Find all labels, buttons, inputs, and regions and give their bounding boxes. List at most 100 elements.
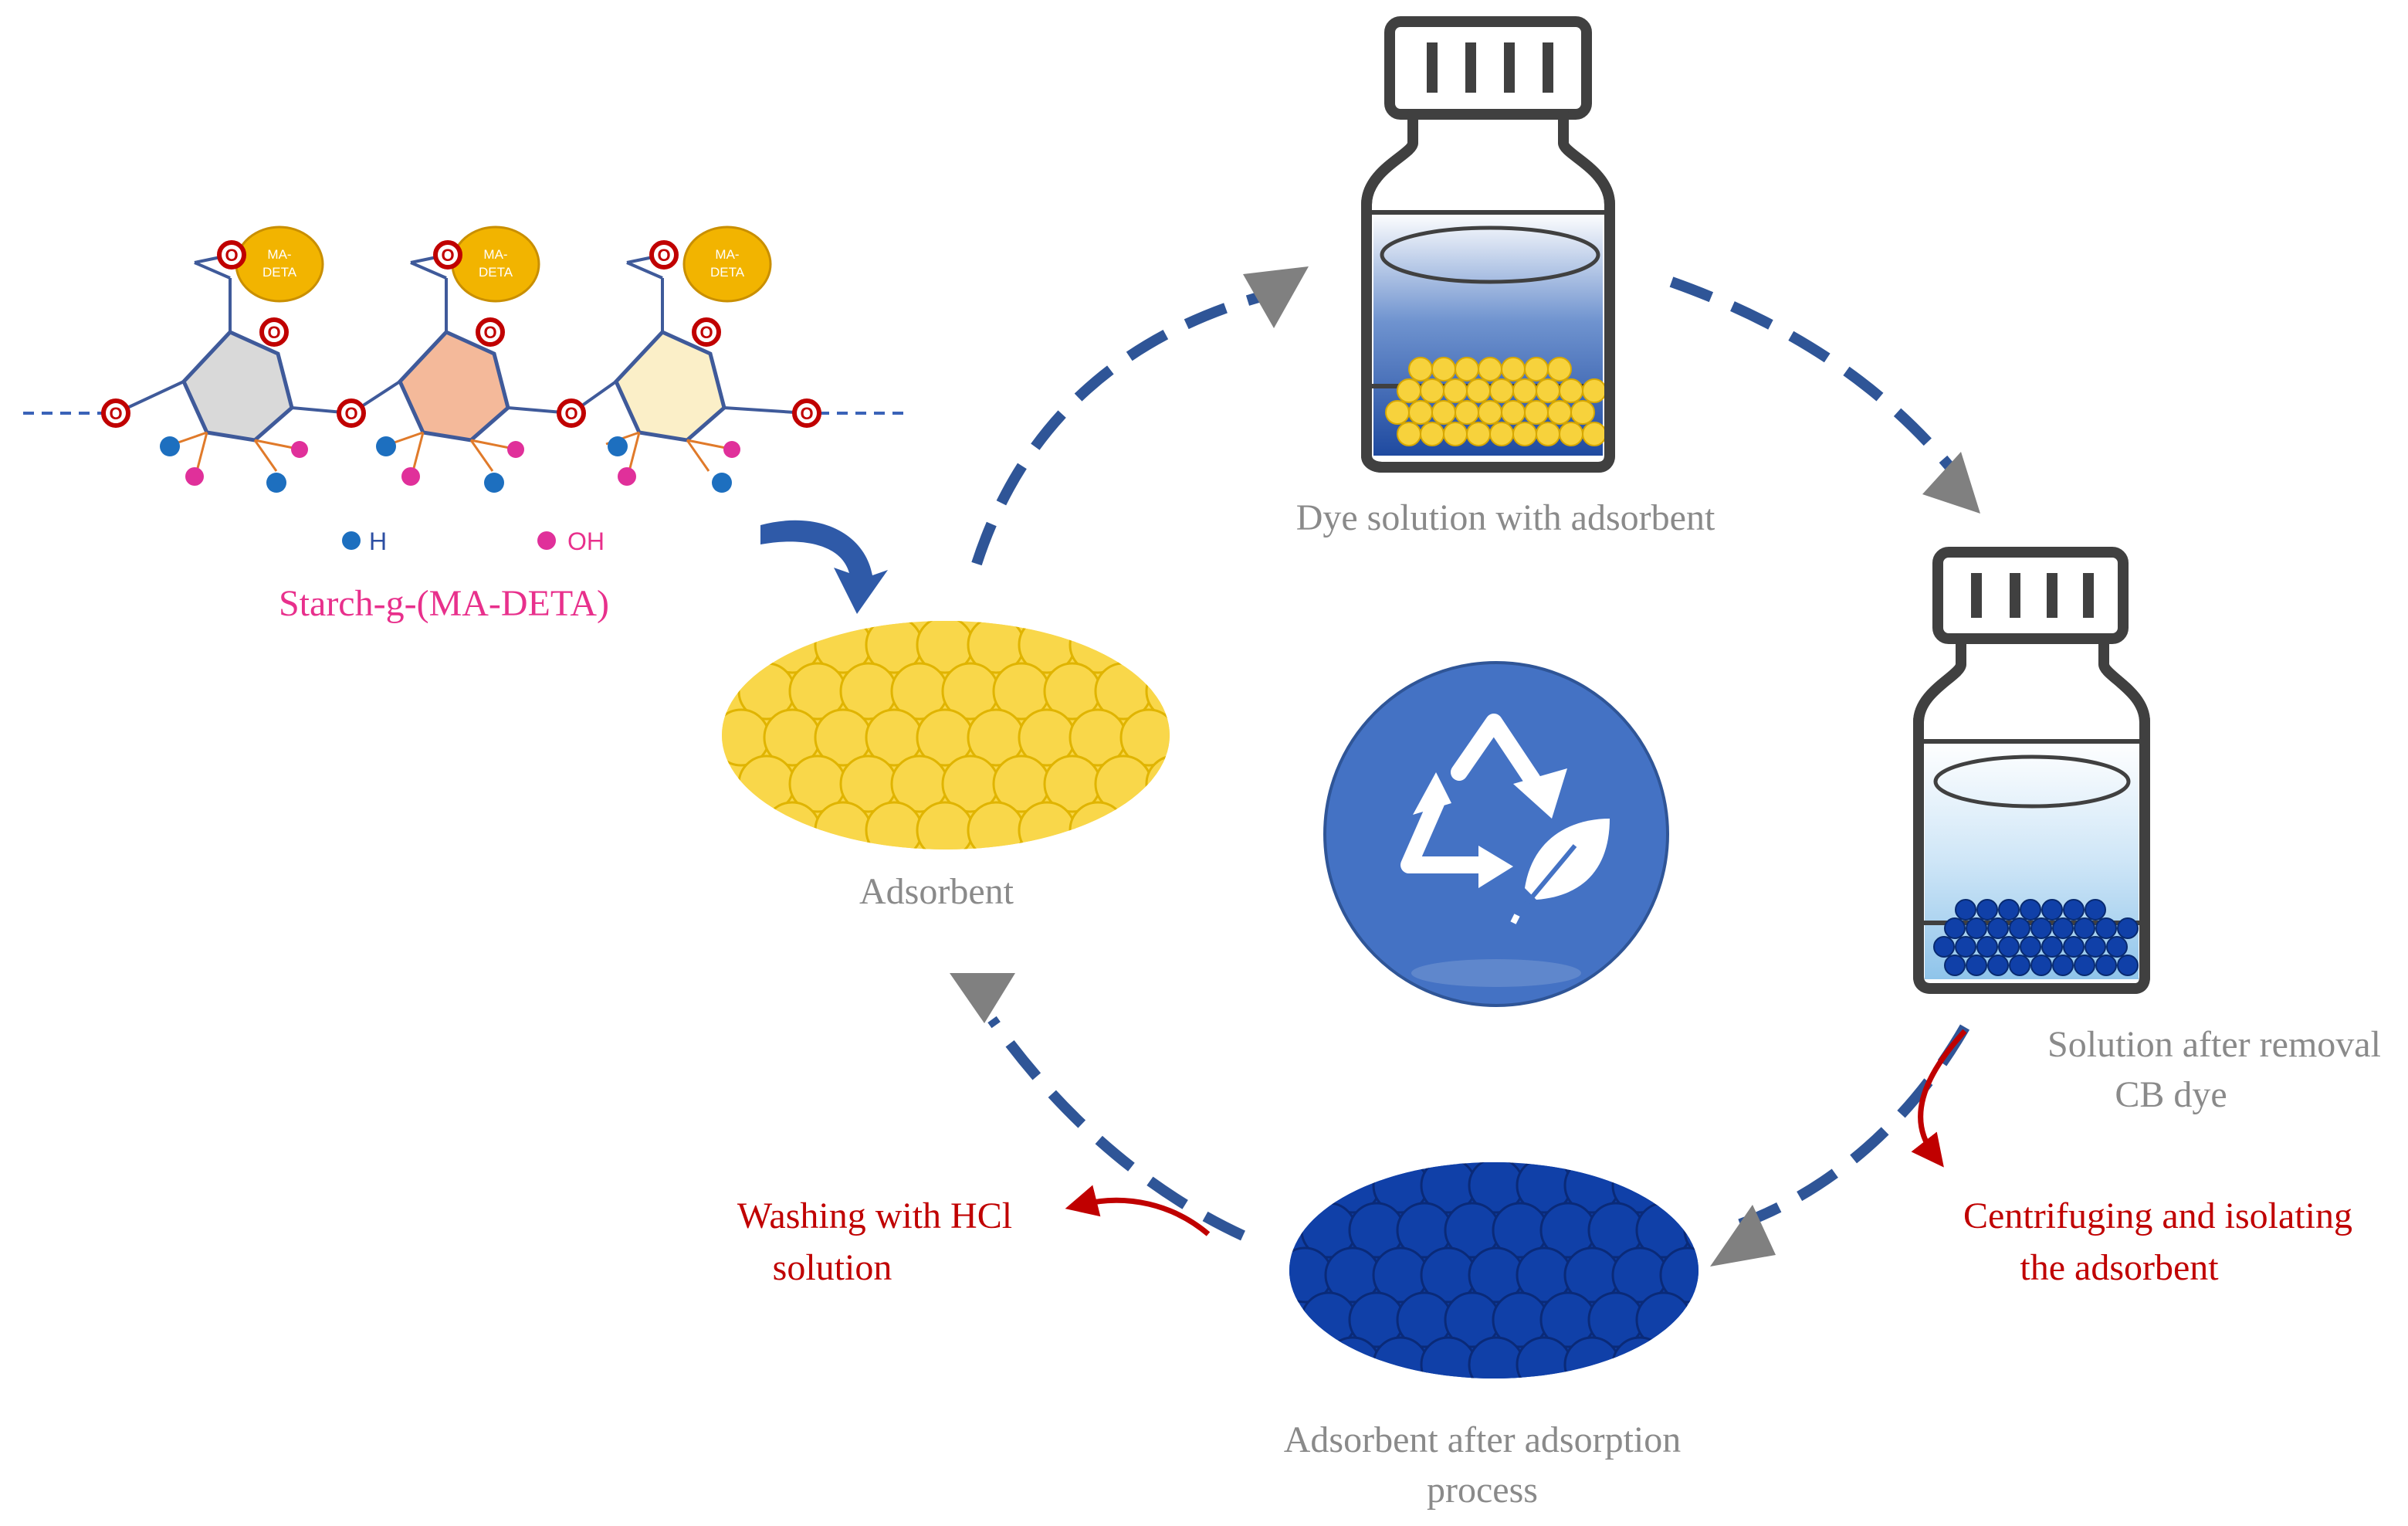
bead xyxy=(2063,899,2085,921)
label-after-removal-2: CB dye xyxy=(2115,1074,2227,1115)
cycle-arrows xyxy=(971,276,1970,1241)
bead xyxy=(1408,400,1433,425)
bead xyxy=(1536,378,1560,403)
deta-label: DETA xyxy=(262,265,297,280)
ma-deta-group-1: MA- DETA xyxy=(235,226,324,303)
bead xyxy=(1468,1336,1525,1378)
bead xyxy=(1420,378,1444,403)
bead xyxy=(1955,936,1976,958)
oxygen-atom xyxy=(557,398,586,428)
oxygen-symbol: O xyxy=(699,323,713,342)
legend-oh-dot xyxy=(537,531,556,550)
bead xyxy=(1324,1336,1381,1378)
bead xyxy=(1659,1336,1698,1378)
bead xyxy=(1289,1162,1333,1214)
bead xyxy=(1559,378,1583,403)
adsorbent-blue-beads xyxy=(1289,1162,1698,1378)
arrow-blue-to-adsorbent xyxy=(987,1016,1245,1241)
bead xyxy=(2095,917,2117,939)
bead xyxy=(1489,422,1514,446)
centrifuge-step-arrow xyxy=(1911,1029,1967,1168)
oxygen-symbol: O xyxy=(225,246,238,265)
bead xyxy=(967,801,1025,849)
bead xyxy=(1289,1336,1333,1378)
bead xyxy=(2074,955,2095,976)
bead xyxy=(722,621,770,674)
ma-label: MA- xyxy=(483,247,507,262)
bead xyxy=(1976,936,1998,958)
bead xyxy=(1582,422,1607,446)
ma-label: MA- xyxy=(267,247,291,262)
bottle-clear-icon xyxy=(1913,547,2150,994)
bead xyxy=(1966,955,1987,976)
bead xyxy=(1944,917,1966,939)
bead xyxy=(1547,400,1572,425)
bead xyxy=(865,801,923,849)
oxygen-atom xyxy=(259,317,289,347)
label-after-adsorption-2: process xyxy=(1427,1470,1538,1511)
bead xyxy=(1119,621,1170,674)
bead xyxy=(1431,357,1456,382)
bead xyxy=(2117,917,2139,939)
bead xyxy=(763,801,821,849)
label-centrifuging-1: Centrifuging and isolating xyxy=(1963,1195,2352,1236)
h-atoms xyxy=(160,436,732,493)
oxygen-atom xyxy=(101,398,130,428)
bead xyxy=(1119,708,1170,767)
label-after-adsorption-1: Adsorbent after adsorption xyxy=(1284,1419,1682,1460)
bead xyxy=(1582,378,1607,403)
bottle-dye-icon xyxy=(1361,16,1615,473)
bead xyxy=(916,801,974,849)
washing-step-arrow xyxy=(1065,1185,1211,1236)
bead xyxy=(1455,400,1479,425)
bead xyxy=(1018,801,1076,849)
bead xyxy=(1420,422,1444,446)
bead xyxy=(1431,400,1456,425)
bead xyxy=(2106,936,2128,958)
bead xyxy=(1466,422,1491,446)
bead xyxy=(1443,422,1468,446)
bead xyxy=(1420,1336,1477,1378)
bead xyxy=(1145,755,1170,813)
bead xyxy=(1987,955,2009,976)
bead xyxy=(1659,1246,1698,1304)
bead xyxy=(722,801,770,849)
bead xyxy=(2063,936,2085,958)
bead xyxy=(2074,917,2095,939)
bead xyxy=(1559,422,1583,446)
bead xyxy=(814,801,872,849)
legend-h-label: H xyxy=(369,527,387,555)
label-after-removal-1: Solution after removal xyxy=(2047,1024,2381,1065)
bead xyxy=(1443,378,1468,403)
bead xyxy=(1944,955,1966,976)
bead xyxy=(1489,378,1514,403)
oxygen-symbol: O xyxy=(657,246,670,265)
bead xyxy=(1516,1336,1573,1378)
bead xyxy=(1119,801,1170,849)
bead xyxy=(2020,936,2041,958)
cycle-arrowheads xyxy=(950,266,1980,1267)
bead xyxy=(1659,1162,1698,1214)
bead xyxy=(1683,1291,1698,1348)
bead xyxy=(2020,899,2041,921)
label-washing-2: solution xyxy=(773,1247,892,1288)
oxygen-symbol: O xyxy=(344,404,357,423)
bead xyxy=(1524,357,1549,382)
oxygen-symbol: O xyxy=(441,246,454,265)
molecule-title: Starch-g-(MA-DETA) xyxy=(279,583,609,624)
adsorbent-beads xyxy=(722,621,1170,849)
arrow-bottle2-to-blue xyxy=(1727,1024,1970,1233)
label-adsorbent: Adsorbent xyxy=(859,871,1014,912)
bead xyxy=(1512,378,1537,403)
bead xyxy=(1478,400,1502,425)
molecule-to-adsorbent-arrow xyxy=(760,520,888,614)
glucose-ring-3 xyxy=(570,253,808,472)
arrowhead-2 xyxy=(1922,452,1980,514)
oxygen-atom xyxy=(792,398,821,428)
bead xyxy=(2052,955,2074,976)
bead xyxy=(2041,936,2063,958)
deta-label: DETA xyxy=(710,265,745,280)
arrowhead-3 xyxy=(1710,1205,1776,1267)
bead xyxy=(1466,378,1491,403)
